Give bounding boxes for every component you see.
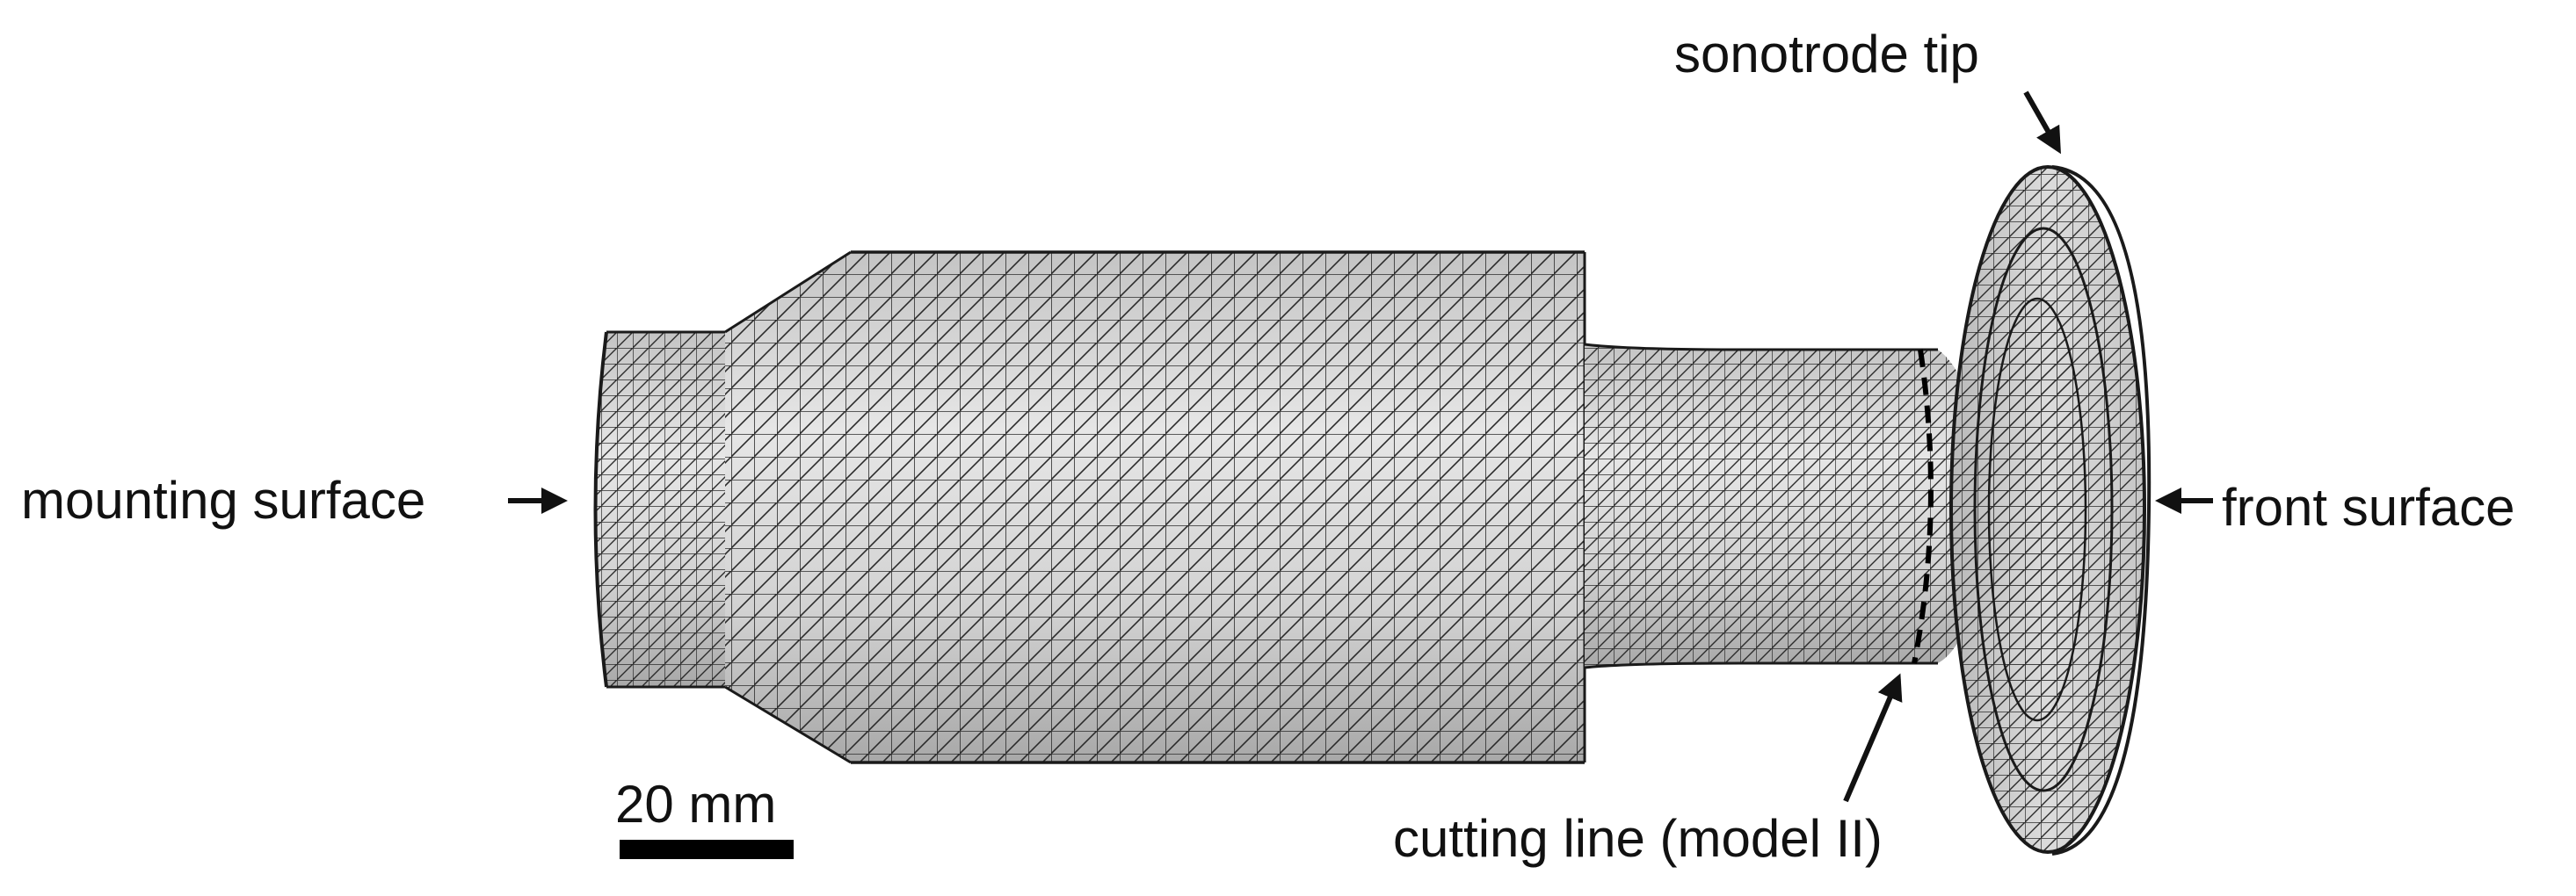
cutting-line bbox=[1912, 349, 1934, 664]
cutting-line-arrow bbox=[1843, 673, 1903, 803]
main-cylinder bbox=[851, 250, 1586, 764]
front-surface-label: front surface bbox=[2222, 478, 2515, 537]
tapered-section bbox=[724, 250, 852, 764]
sonotrode-tip-arrow bbox=[2023, 90, 2061, 155]
cutting-line-label: cutting line (model II) bbox=[1393, 809, 1883, 868]
mounting-surface-label: mounting surface bbox=[21, 471, 425, 530]
neck-cylinder bbox=[1584, 343, 1991, 669]
scale-bar-label: 20 mm bbox=[615, 775, 776, 834]
scale-bar bbox=[620, 840, 794, 859]
mounting-cylinder bbox=[593, 330, 725, 689]
sonotrode-tip-disc bbox=[1949, 165, 2152, 856]
sonotrode-tip-label: sonotrode tip bbox=[1674, 25, 1979, 83]
